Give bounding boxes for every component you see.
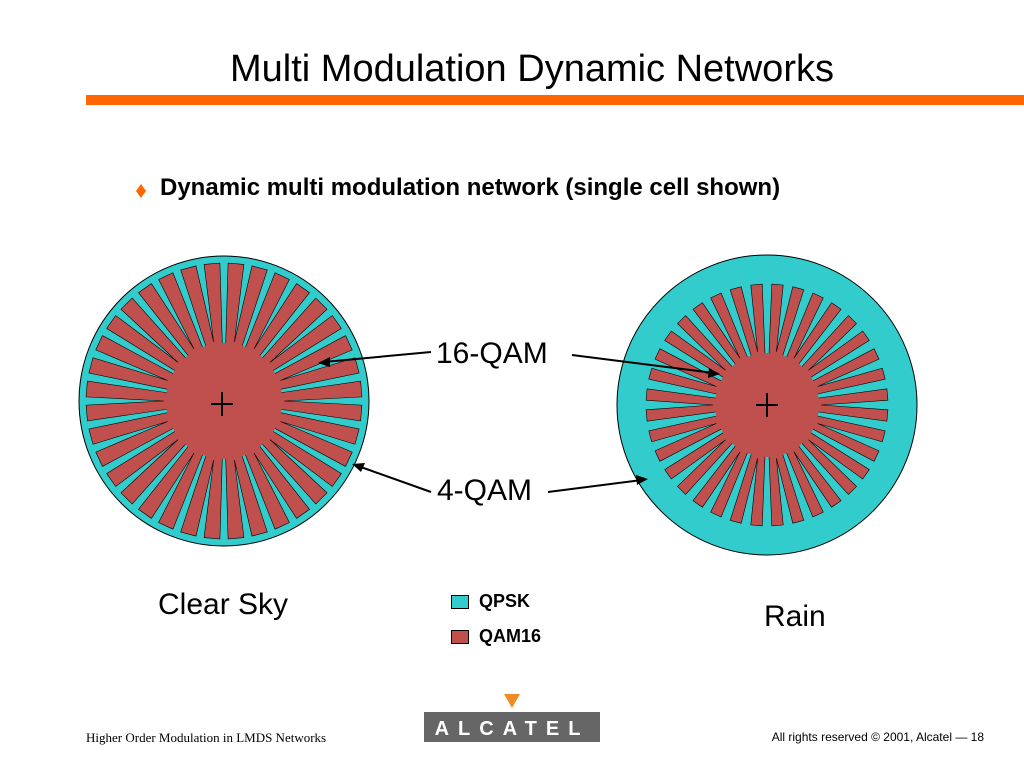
legend-label-qam16: QAM16 [479,626,542,646]
footer-left: Higher Order Modulation in LMDS Networks [86,730,327,745]
legend-item-qam16: QAM16 [451,626,541,647]
bullet-text: Dynamic multi modulation network (single… [160,174,781,201]
qam16-spoke [223,380,363,422]
center-mark-rain-icon [756,393,778,417]
label-4qam: 4-QAM [437,474,533,507]
arrow-4qam-right-icon [547,475,648,493]
cell-clear-sky [78,255,370,547]
legend-label-qpsk: QPSK [479,591,531,611]
qam16-core [166,343,282,459]
label-rain: Rain [764,600,826,633]
legend-swatch-qpsk [451,594,469,609]
label-clear-sky: Clear Sky [158,588,289,621]
alcatel-logo: ALCATEL [424,694,600,742]
legend-item-qpsk: QPSK [451,591,530,612]
title-underline [86,95,1024,105]
label-16qam: 16-QAM [436,337,548,370]
legend-swatch-qam16 [451,629,469,644]
qam16-spoke [766,388,889,422]
arrow-16qam-left-icon [318,351,432,367]
alcatel-logo-text: ALCATEL [435,718,590,740]
footer-right: All rights reserved © 2001, Alcatel — 18 [771,730,984,744]
slide-title: Multi Modulation Dynamic Networks [230,48,834,90]
center-mark-clear-icon [211,392,233,416]
qam16-spoke [645,388,768,422]
qam16-spoke [85,380,225,422]
arrow-16qam-right-icon [571,354,720,378]
arrow-4qam-left-icon [352,463,432,493]
diamond-bullet-icon [136,184,146,198]
